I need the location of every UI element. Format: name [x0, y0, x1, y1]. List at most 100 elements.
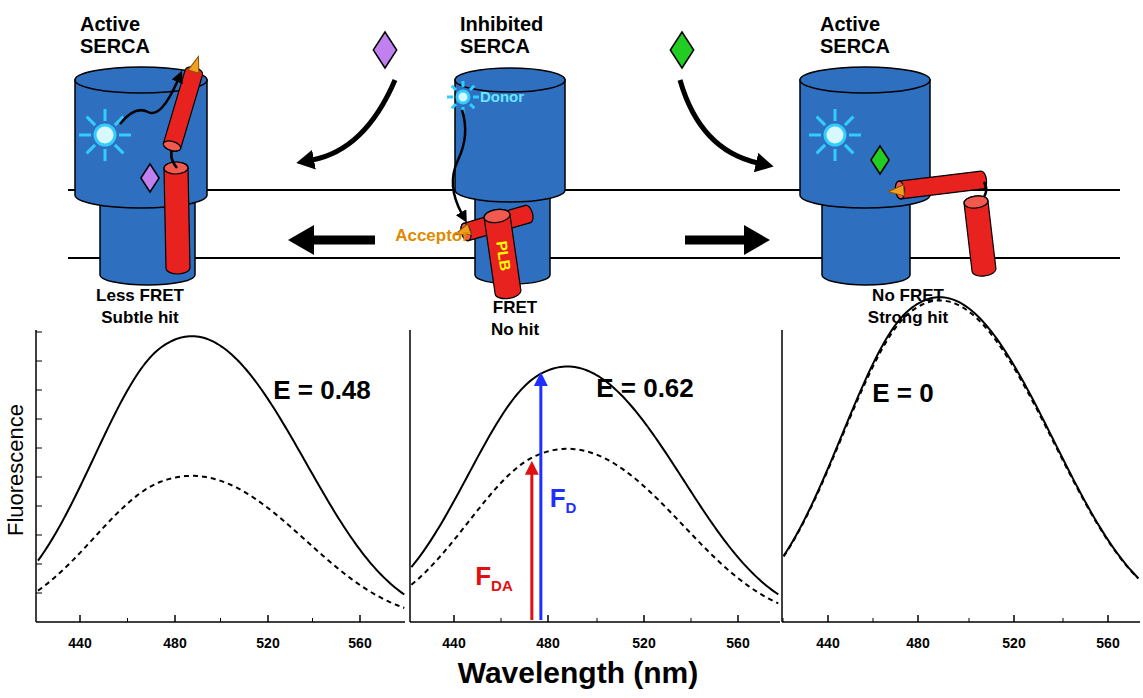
donor-ray	[104, 149, 107, 161]
donor-ray	[473, 96, 479, 99]
plb-helix-cap	[963, 195, 988, 210]
tick-label: 520	[1002, 636, 1025, 651]
donor-ray	[845, 145, 853, 153]
tick-label: 520	[632, 636, 655, 651]
state-transition-arrow	[314, 236, 375, 245]
tick-label: 440	[68, 636, 91, 651]
hit-label: No hit	[491, 321, 539, 340]
major-tick	[917, 615, 919, 622]
ligand-diamond	[871, 146, 889, 174]
donor-acceptor-spectrum	[411, 449, 778, 604]
tick-label: 480	[906, 636, 929, 651]
plb-helix-body	[459, 204, 535, 242]
binding-arrow	[312, 80, 395, 160]
tick-label: 440	[816, 636, 839, 651]
minor-tick	[1063, 618, 1064, 622]
acceptor-fluorophore	[188, 55, 204, 74]
plb-helix	[894, 171, 987, 200]
major-tick	[547, 615, 549, 622]
y-tick	[36, 332, 42, 333]
donor-fluorophore	[825, 125, 845, 145]
serca-cylinder-top	[100, 180, 195, 200]
y-tick	[36, 390, 42, 391]
binding-arrow	[680, 80, 758, 163]
major-tick	[643, 615, 645, 622]
serca-cylinder-body	[455, 80, 565, 202]
plb-helix	[459, 204, 535, 242]
plb-helix-cap	[483, 208, 511, 225]
plb-helix-body	[483, 208, 522, 301]
minor-tick	[312, 618, 313, 622]
major-tick	[79, 615, 81, 622]
hit-label: Strong hit	[868, 309, 948, 328]
donor-ray	[447, 96, 453, 99]
major-tick	[1013, 615, 1015, 622]
fret-intensity-label: FDA	[475, 562, 513, 595]
donor-ray	[834, 109, 837, 121]
x-axis	[782, 621, 1140, 623]
donor-only-spectrum	[411, 366, 778, 594]
pump-outline	[770, 5, 1000, 280]
fd-arrow	[539, 384, 542, 620]
y-axis	[409, 330, 411, 622]
plb-helix-body	[164, 162, 190, 274]
y-axis-title: Fluorescence	[4, 404, 28, 536]
serca-pump: Inhibited SERCA	[375, 5, 685, 280]
pump-drawing	[800, 67, 997, 285]
minor-tick	[501, 618, 502, 622]
donor-ray	[452, 104, 456, 108]
plb-helix-body	[963, 195, 996, 278]
donor-ray	[845, 117, 853, 125]
y-tick	[36, 593, 42, 594]
major-tick	[1107, 615, 1109, 622]
acceptor-label: Acceptor	[395, 227, 469, 246]
tick-label: 560	[1096, 636, 1119, 651]
donor-intensity-label: FD	[550, 484, 577, 517]
major-tick	[737, 615, 739, 622]
pump-drawing	[75, 55, 207, 285]
serca-cylinder-body	[800, 80, 930, 208]
major-tick	[453, 615, 455, 622]
energy-transfer-arrow	[453, 110, 465, 214]
energy-transfer-arrow	[120, 80, 178, 124]
y-tick	[36, 477, 42, 478]
spectra-plots	[36, 297, 1140, 622]
pump-heading: Active SERCA	[80, 13, 150, 58]
tick-label: 480	[163, 636, 186, 651]
ligand-diamond	[670, 32, 693, 68]
donor-ray	[462, 81, 465, 87]
minor-tick	[783, 618, 784, 622]
y-tick	[36, 419, 42, 420]
ligand-diamond	[141, 164, 159, 192]
y-tick	[36, 361, 42, 362]
y-tick	[36, 506, 42, 507]
fret-state-label: Less FRET	[96, 287, 184, 306]
donor-ray	[115, 145, 123, 153]
donor-ray	[119, 134, 131, 137]
donor-ray	[849, 134, 861, 137]
donor-acceptor-spectrum	[784, 300, 1139, 578]
plb-linker	[980, 182, 986, 202]
illustration-layer	[68, 32, 1120, 258]
plb-helix-body	[894, 171, 987, 200]
minor-tick	[873, 618, 874, 622]
major-tick	[827, 615, 829, 622]
pump-outline	[375, 5, 685, 280]
serca-cylinder-body	[100, 190, 195, 285]
membrane-line	[68, 189, 1120, 191]
plb-helix-cap	[164, 162, 188, 174]
y-tick	[36, 535, 42, 536]
minor-tick	[220, 618, 221, 622]
y-axis	[781, 330, 783, 622]
x-axis	[410, 621, 780, 623]
donor-ray	[817, 145, 825, 153]
donor-fluorophore	[95, 125, 115, 145]
y-tick	[36, 564, 42, 565]
major-tick	[359, 615, 361, 622]
pump-heading: Active SERCA	[820, 13, 890, 58]
minor-tick	[691, 618, 692, 622]
fret-state-label: FRET	[493, 299, 537, 318]
fret-efficiency: E = 0.62	[596, 374, 694, 403]
